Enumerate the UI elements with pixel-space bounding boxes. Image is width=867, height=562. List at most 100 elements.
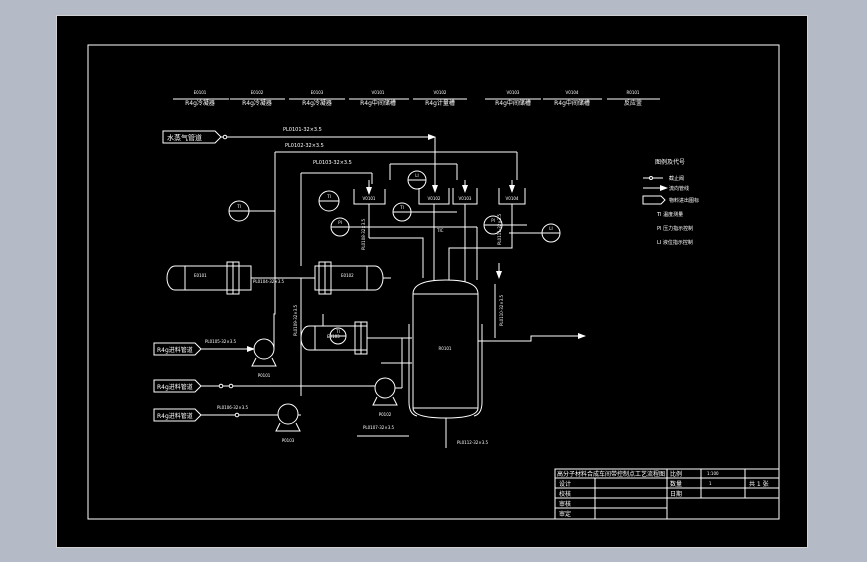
reactor-r0101: R0101 bbox=[408, 279, 483, 419]
header-item-4: V0101 R4g中间储槽 bbox=[349, 90, 409, 107]
instrument-7: LI bbox=[541, 223, 561, 243]
instrument-label: TI bbox=[236, 204, 241, 209]
pump-p0102: P0102 bbox=[372, 377, 398, 417]
exchanger-e0102: E0102 bbox=[301, 261, 391, 295]
instrument-6: PI bbox=[483, 215, 503, 235]
tank-v0103: V0103 bbox=[452, 180, 478, 266]
exchanger-e0103: E0103 bbox=[300, 321, 412, 355]
header-tag: R0101 bbox=[627, 90, 640, 95]
feed-label: R4g进料管道 bbox=[157, 346, 193, 354]
pump-p0103: P0103 bbox=[275, 403, 301, 443]
instrument-label: LI bbox=[549, 226, 552, 231]
header-tag: E0101 bbox=[194, 90, 207, 95]
header-name: R4g中间储槽 bbox=[495, 99, 531, 107]
instrument-5: LI bbox=[407, 170, 427, 190]
pump-tag: P0103 bbox=[282, 438, 295, 443]
header-tag: V0101 bbox=[372, 90, 385, 95]
instrument-label: TI bbox=[335, 329, 340, 334]
exchanger-tag: E0101 bbox=[194, 273, 207, 278]
header-tag: V0102 bbox=[434, 90, 447, 95]
pipe-label: PL0108-32×3.5 bbox=[361, 218, 366, 250]
pipe-label: PL0102-32×3.5 bbox=[285, 143, 324, 149]
header-item-5: V0102 R4g计量槽 bbox=[413, 90, 467, 107]
header-item-1: E0101 R4g冷凝器 bbox=[173, 90, 229, 107]
header-tag: V0104 bbox=[566, 90, 579, 95]
drawing-sheet: E0101 R4g冷凝器 E0102 R4g冷凝器 E0103 R4g冷凝器 V… bbox=[56, 15, 808, 548]
instrument-label: TI bbox=[326, 194, 331, 199]
exchanger-tag: E0103 bbox=[327, 334, 340, 339]
legend-item: PI 压力指示控制 bbox=[657, 225, 693, 232]
header-tag: E0102 bbox=[251, 90, 264, 95]
tank-tag: V0101 bbox=[363, 196, 376, 201]
feed-a: R4g进料管道 PL0105-32×3.5 bbox=[153, 272, 276, 356]
legend-item: 物料进出图标 bbox=[669, 197, 699, 204]
date-label: 日期 bbox=[670, 490, 682, 498]
checker-label: 校核 bbox=[559, 490, 571, 498]
pump-tag: P0101 bbox=[258, 373, 271, 378]
feed-label: R4g进料管道 bbox=[157, 383, 193, 391]
header-item-6: V0103 R4g中间储槽 bbox=[485, 90, 541, 107]
legend-item: TI 温度测量 bbox=[656, 211, 683, 218]
legend-item: 流向管线 bbox=[669, 185, 689, 192]
instrument-label: PI bbox=[491, 218, 495, 223]
feed-b: R4g进料管道 bbox=[153, 338, 403, 393]
pipe-label: PL0107-32×3.5 bbox=[363, 425, 395, 430]
feed-c: R4g进料管道 PL0106-32×3.5 bbox=[153, 405, 301, 422]
feed-label-steam: 水蒸气管道 bbox=[167, 133, 202, 142]
tank-tag: V0103 bbox=[459, 196, 472, 201]
feed-arrow-steam bbox=[162, 130, 222, 144]
legend-item: LI 液位指示控制 bbox=[657, 239, 693, 246]
header-name: R4g冷凝器 bbox=[185, 99, 215, 107]
instrument-9: TIC bbox=[436, 228, 444, 233]
reactor-tag: R0101 bbox=[439, 346, 452, 351]
instrument-3: PI bbox=[330, 217, 350, 237]
pipe-label: PL0103-32×3.5 bbox=[313, 160, 352, 166]
designer-label: 设计 bbox=[559, 480, 571, 488]
instrument-8: TI bbox=[329, 327, 347, 345]
legend-item: 截止阀 bbox=[669, 175, 684, 182]
header-tag: V0103 bbox=[507, 90, 520, 95]
feed-label: R4g进料管道 bbox=[157, 412, 193, 420]
tank-v0101: V0101 bbox=[353, 180, 386, 238]
quantity-label: 数量 bbox=[670, 480, 682, 488]
instrument-4: TI bbox=[392, 202, 412, 222]
pipe-label: PL0101-32×3.5 bbox=[283, 127, 322, 133]
sheet-count: 共 1 张 bbox=[749, 480, 769, 488]
pipe-label: PL0111-32×3.5 bbox=[497, 213, 502, 245]
approver-label: 审定 bbox=[559, 510, 571, 518]
quantity-value: 1 bbox=[709, 481, 712, 486]
equipment-header: E0101 R4g冷凝器 E0102 R4g冷凝器 E0103 R4g冷凝器 V… bbox=[173, 90, 660, 107]
legend: 图例及代号 截止阀 流向管线 物料进出图标 TI 温度测量 PI 压力指示控制 … bbox=[642, 158, 699, 246]
pump-tag: P0102 bbox=[379, 412, 392, 417]
instrument-1: TI bbox=[228, 200, 275, 222]
exchanger-tag: E0102 bbox=[341, 273, 354, 278]
steam-feed: 水蒸气管道 PL0101-32×3.5 bbox=[162, 127, 436, 180]
pipe-label: PL0104-32×3.5 bbox=[253, 279, 285, 284]
header-name: 反应釜 bbox=[624, 99, 642, 107]
header-item-8: R0101 反应釜 bbox=[607, 90, 660, 107]
scale-value: 1:100 bbox=[707, 471, 719, 476]
header-name: R4g计量槽 bbox=[425, 99, 455, 107]
reviewer-label: 审核 bbox=[559, 500, 571, 508]
header-name: R4g冷凝器 bbox=[242, 99, 272, 107]
pipe-label: PL0106-32×3.5 bbox=[217, 405, 249, 410]
inner-frame bbox=[87, 44, 780, 520]
legend-title: 图例及代号 bbox=[655, 158, 685, 166]
scale-label: 比例 bbox=[670, 470, 682, 478]
instrument-2: TI bbox=[318, 190, 340, 212]
header-item-3: E0103 R4g冷凝器 bbox=[289, 90, 345, 107]
header-tag: E0103 bbox=[311, 90, 324, 95]
instrument-label: LI bbox=[415, 173, 418, 178]
tank-v0104: V0104 bbox=[498, 180, 526, 228]
tank-tag: V0104 bbox=[506, 196, 519, 201]
tank-tag: V0102 bbox=[428, 196, 441, 201]
instrument-label: TIC bbox=[436, 228, 444, 233]
pipe-label: PL0109-32×3.5 bbox=[293, 304, 298, 336]
header-item-2: E0102 R4g冷凝器 bbox=[230, 90, 285, 107]
header-item-7: V0104 R4g中间储槽 bbox=[543, 90, 602, 107]
exchanger-e0101: E0101 PL0104-32×3.5 bbox=[166, 261, 301, 295]
header-name: R4g中间储槽 bbox=[360, 99, 396, 107]
title-block: 高分子材料合成车间带控制点工艺流程图 比例 1:100 数量 1 日期 共 1 … bbox=[554, 468, 780, 520]
instrument-label: PI bbox=[338, 220, 342, 225]
pipe-label: PL0105-32×3.5 bbox=[205, 339, 237, 344]
